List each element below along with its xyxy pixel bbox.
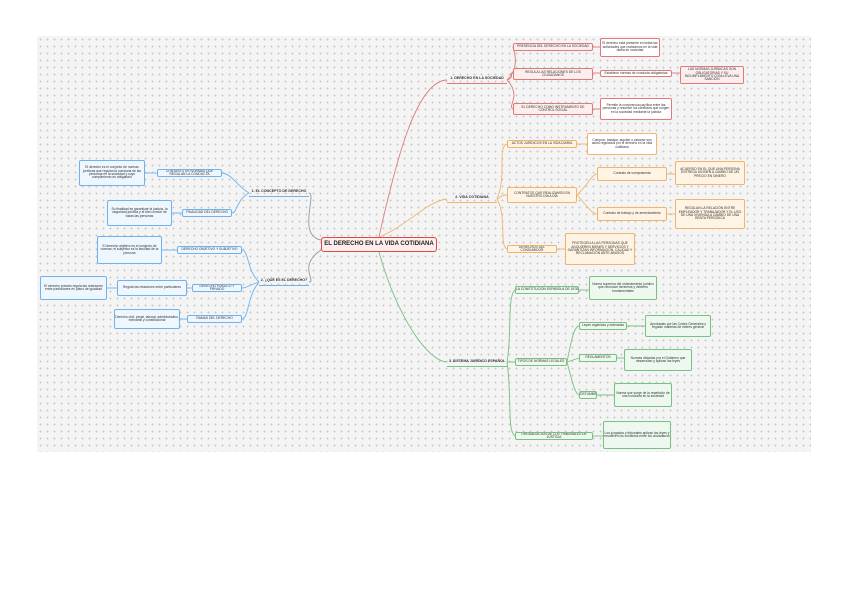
- note-reglamentos: Normas dictadas por el Gobierno que desa…: [624, 349, 692, 371]
- subtopic-conjunto-normas[interactable]: CONJUNTO DE NORMAS QUE REGULAN LA CONDUC…: [157, 169, 222, 177]
- subtopic-finalidad[interactable]: FINALIDAD DEL DERECHO: [182, 209, 232, 217]
- note-control-social: Permite la convivencia pacífica entre la…: [600, 98, 672, 120]
- note-objetivo-subjetivo: El derecho objetivo es el conjunto de no…: [97, 236, 162, 264]
- subtopic-publico-privado[interactable]: DERECHO PÚBLICO Y PRIVADO: [192, 284, 242, 292]
- topic-concepto-derecho[interactable]: 1. EL CONCEPTO DE DERECHO: [249, 188, 309, 197]
- connector-lines: [107, 46, 680, 437]
- subtopic-regula-relaciones[interactable]: REGULA LAS RELACIONES DE LOS CIUDADANOS: [513, 68, 593, 80]
- subtopic-trabajo-arrendamiento[interactable]: Contrato de trabajo y de arrendamiento: [597, 207, 667, 221]
- topic-que-es-derecho[interactable]: 2. ¿QUÉ ES EL DERECHO?: [259, 277, 309, 286]
- note-compraventa: ACUERDO EN EL QUE UNA PERSONA ENTREGA UN…: [675, 161, 745, 185]
- subtopic-presencia-derecho[interactable]: PRESENCIA DEL DERECHO EN LA SOCIEDAD: [513, 43, 593, 51]
- note-derechos-consumidor: PROTEGEN A LAS PERSONAS QUE ADQUIEREN BI…: [565, 233, 635, 265]
- note-tribunales: Los juzgados y tribunales aplican las le…: [603, 421, 671, 449]
- subtopic-reglamentos[interactable]: REGLAMENTOS: [579, 354, 617, 362]
- note-costumbre: Norma que surge de la repetición de una …: [614, 383, 672, 407]
- subtopic-leyes[interactable]: Leyes orgánicas y ordinarias: [579, 322, 627, 330]
- note-trabajo-arrendamiento: REGULAN LA RELACIÓN ENTRE EMPLEADOR Y TR…: [675, 199, 745, 229]
- topic-vida-cotidiana[interactable]: 2. VIDA COTIDIANA: [447, 194, 497, 203]
- subtopic-ramas-derecho[interactable]: RAMAS DEL DERECHO: [187, 315, 242, 323]
- note-normas-obligatorias: LAS NORMAS JURÍDICAS SON OBLIGATORIAS Y …: [680, 66, 744, 84]
- subtopic-constitucion[interactable]: LA CONSTITUCIÓN ESPAÑOLA DE 1978: [515, 286, 579, 294]
- subtopic-relaciones-particulares[interactable]: Regula las relaciones entre particulares: [117, 280, 187, 296]
- topic-sistema-juridico[interactable]: 3. SISTEMA JURÍDICO ESPAÑOL: [447, 358, 507, 367]
- subtopic-derechos-consumidor[interactable]: DERECHOS DEL CONSUMIDOR: [507, 245, 557, 253]
- subtopic-actos-juridicos[interactable]: ACTOS JURÍDICOS EN LA VIDA DIARIA: [507, 140, 577, 148]
- subtopic-compraventa[interactable]: Contrato de compraventa: [597, 167, 667, 181]
- note-presencia-derecho: El derecho está presente en todas las ac…: [600, 38, 660, 57]
- subtopic-objetivo-subjetivo[interactable]: DERECHO OBJETIVO Y SUBJETIVO: [177, 246, 242, 254]
- root-topic[interactable]: EL DERECHO EN LA VIDA COTIDIANA: [321, 237, 437, 252]
- topic-derecho-sociedad[interactable]: 1. DERECHO EN LA SOCIEDAD: [447, 75, 507, 84]
- note-leyes: Aprobadas por las Cortes Generales y reg…: [645, 315, 711, 337]
- subtopic-tipos-normas[interactable]: TIPOS DE NORMAS LEGALES: [515, 358, 567, 366]
- mindmap-canvas: EL DERECHO EN LA VIDA COTIDIANA 1. DEREC…: [37, 36, 811, 452]
- subtopic-control-social[interactable]: EL DERECHO COMO INSTRUMENTO DE CONTROL S…: [513, 103, 593, 115]
- subtopic-tribunales[interactable]: ORGANIZACIÓN DE LOS TRIBUNALES DE JUSTIC…: [515, 432, 593, 440]
- note-ramas-derecho: Derecho civil, penal, laboral, administr…: [114, 309, 180, 329]
- note-actos-juridicos: Comprar, trabajar, alquilar o casarse so…: [587, 133, 657, 155]
- note-conjunto-normas: El derecho es el conjunto de normas jurí…: [79, 160, 145, 186]
- note-finalidad: Su finalidad es garantizar la justicia, …: [107, 200, 172, 226]
- subtopic-contratos[interactable]: CONTRATOS QUE REALIZAMOS EN NUESTRO DÍA …: [507, 187, 577, 203]
- subtopic-costumbre[interactable]: COSTUMBRE: [579, 391, 597, 399]
- note-relaciones-particulares: El derecho privado regula las relaciones…: [40, 276, 107, 300]
- note-constitucion: Norma suprema del ordenamiento jurídico …: [589, 276, 657, 300]
- note-normas-conducta: Establece normas de conducta obligatoria…: [600, 70, 672, 77]
